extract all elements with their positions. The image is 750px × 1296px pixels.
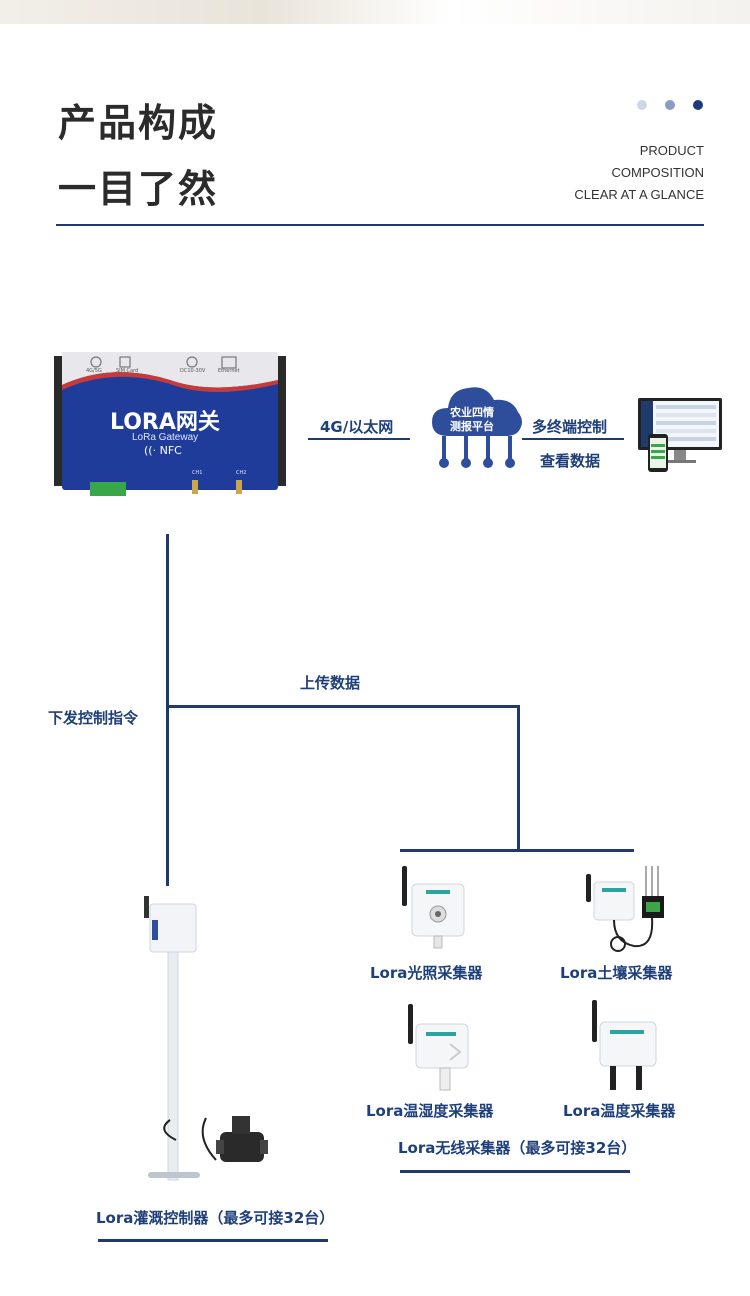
decor-dot-2: [665, 100, 675, 110]
wireless-collector-caption: Lora无线采集器（最多可接32台）: [398, 1139, 637, 1157]
gateway-to-cloud-line: [308, 438, 410, 440]
page-title-line1: 产品构成: [58, 101, 219, 145]
network-label: 4G/以太网: [320, 418, 394, 436]
soil-sensor-image: [584, 866, 668, 956]
temperature-sensor-label: Lora温度采集器: [563, 1102, 676, 1120]
header-divider: [56, 224, 704, 226]
nfc-text: NFC: [159, 444, 182, 457]
english-subtitle-1: PRODUCT: [639, 143, 704, 158]
light-sensor-image: [398, 866, 470, 950]
english-subtitle-2: COMPOSITION: [611, 165, 704, 180]
cloud-to-terminal-line: [522, 438, 624, 440]
port-label-2: SIM Card: [116, 368, 139, 374]
command-label: 下发控制指令: [48, 709, 139, 727]
port-label-4: Ethernet: [218, 368, 240, 374]
temp-humidity-sensor-image: [402, 1004, 474, 1094]
platform-label-2: 测报平台: [450, 420, 494, 433]
page-title-line2: 一目了然: [58, 167, 219, 211]
terminal-devices-icon: [636, 396, 726, 474]
port-label-1: 4G/5G: [86, 368, 102, 374]
temp-humidity-sensor-label: Lora温湿度采集器: [366, 1102, 494, 1120]
upload-data-label: 上传数据: [300, 674, 361, 692]
irrigation-caption-underline: [98, 1239, 328, 1242]
platform-label-1: 农业四情: [450, 406, 494, 419]
wireless-caption-underline: [400, 1170, 630, 1173]
antenna-label-1: CH1: [192, 470, 203, 476]
nfc-label: ((· NFC: [144, 444, 182, 457]
lora-gateway-device: LORA网关 LoRa Gateway ((· NFC 4G/5G SIM Ca…: [52, 350, 288, 500]
decor-dot-3: [693, 100, 703, 110]
multi-terminal-label: 多终端控制: [532, 418, 608, 436]
gateway-subtitle: LoRa Gateway: [132, 432, 199, 443]
decor-dot-1: [637, 100, 647, 110]
irrigation-controller-image: [136, 890, 276, 1200]
cloud-platform-icon: 农业四情 测报平台: [428, 378, 528, 474]
branch-horizontal-line: [166, 705, 520, 708]
trunk-vertical-line: [166, 534, 169, 886]
antenna-label-2: CH2: [236, 470, 247, 476]
sensors-top-line: [400, 849, 634, 852]
english-subtitle-3: CLEAR AT A GLANCE: [574, 187, 704, 202]
top-banner-strip: [0, 0, 750, 24]
gateway-name: LORA网关: [110, 410, 220, 435]
view-data-label: 查看数据: [540, 452, 601, 470]
temperature-sensor-image: [588, 1000, 660, 1094]
irrigation-controller-caption: Lora灌溉控制器（最多可接32台）: [96, 1209, 335, 1227]
branch-down-line: [517, 705, 520, 851]
port-label-3: DC10-30V: [180, 368, 206, 374]
nfc-icon: ((·: [144, 444, 157, 457]
light-sensor-label: Lora光照采集器: [370, 964, 483, 982]
soil-sensor-label: Lora土壤采集器: [560, 964, 673, 982]
